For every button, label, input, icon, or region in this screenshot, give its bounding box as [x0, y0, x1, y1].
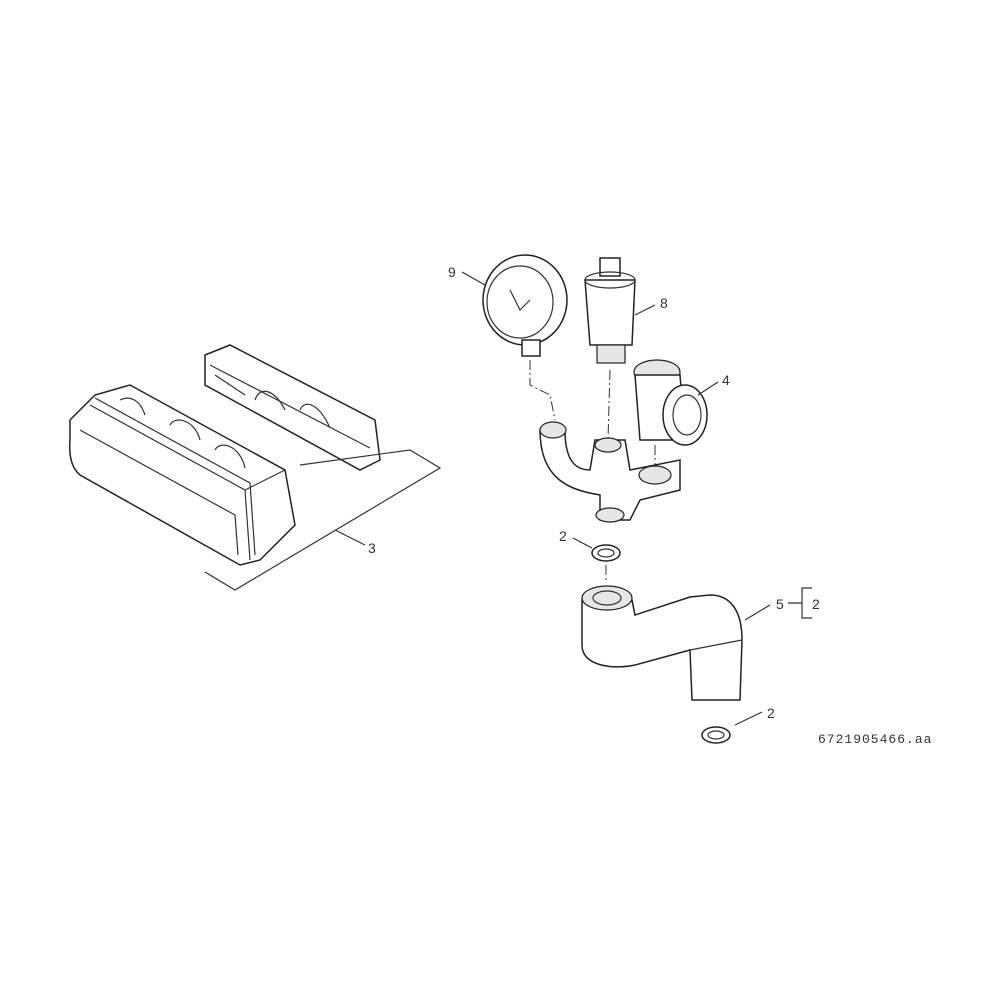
insulation-shell — [68, 344, 381, 566]
drawing-code: 6721905466.aa — [818, 732, 932, 747]
pipe-bend — [581, 585, 743, 701]
callout-9: 9 — [448, 264, 456, 280]
callout-2-upper: 2 — [559, 528, 567, 544]
callout-2-lower: 2 — [767, 705, 775, 721]
seal-upper-hole — [597, 548, 615, 558]
leader-5 — [744, 604, 771, 621]
leader-2-upper — [572, 537, 593, 549]
leader-2-lower — [734, 711, 763, 726]
seal-upper — [591, 544, 621, 562]
callout-3: 3 — [368, 540, 376, 556]
leader-4 — [697, 381, 719, 396]
axis-line-vent — [607, 369, 611, 441]
connection-manifold — [539, 421, 681, 523]
seal-lower — [701, 726, 731, 744]
axis-line-gauge — [529, 360, 556, 421]
safety-valve — [633, 359, 708, 446]
callout-8: 8 — [660, 295, 668, 311]
callout-4: 4 — [722, 372, 730, 388]
insulation-leader-frame — [204, 449, 442, 591]
callout-5: 5 — [776, 596, 784, 612]
callout-5-bracket-2: 2 — [812, 596, 820, 612]
leader-9 — [461, 271, 486, 286]
seal-lower-hole — [707, 730, 725, 740]
bracket-5 — [788, 587, 812, 619]
leader-8 — [634, 304, 656, 316]
leader-3 — [334, 529, 366, 546]
automatic-air-vent — [584, 257, 636, 364]
pressure-gauge — [482, 254, 568, 357]
